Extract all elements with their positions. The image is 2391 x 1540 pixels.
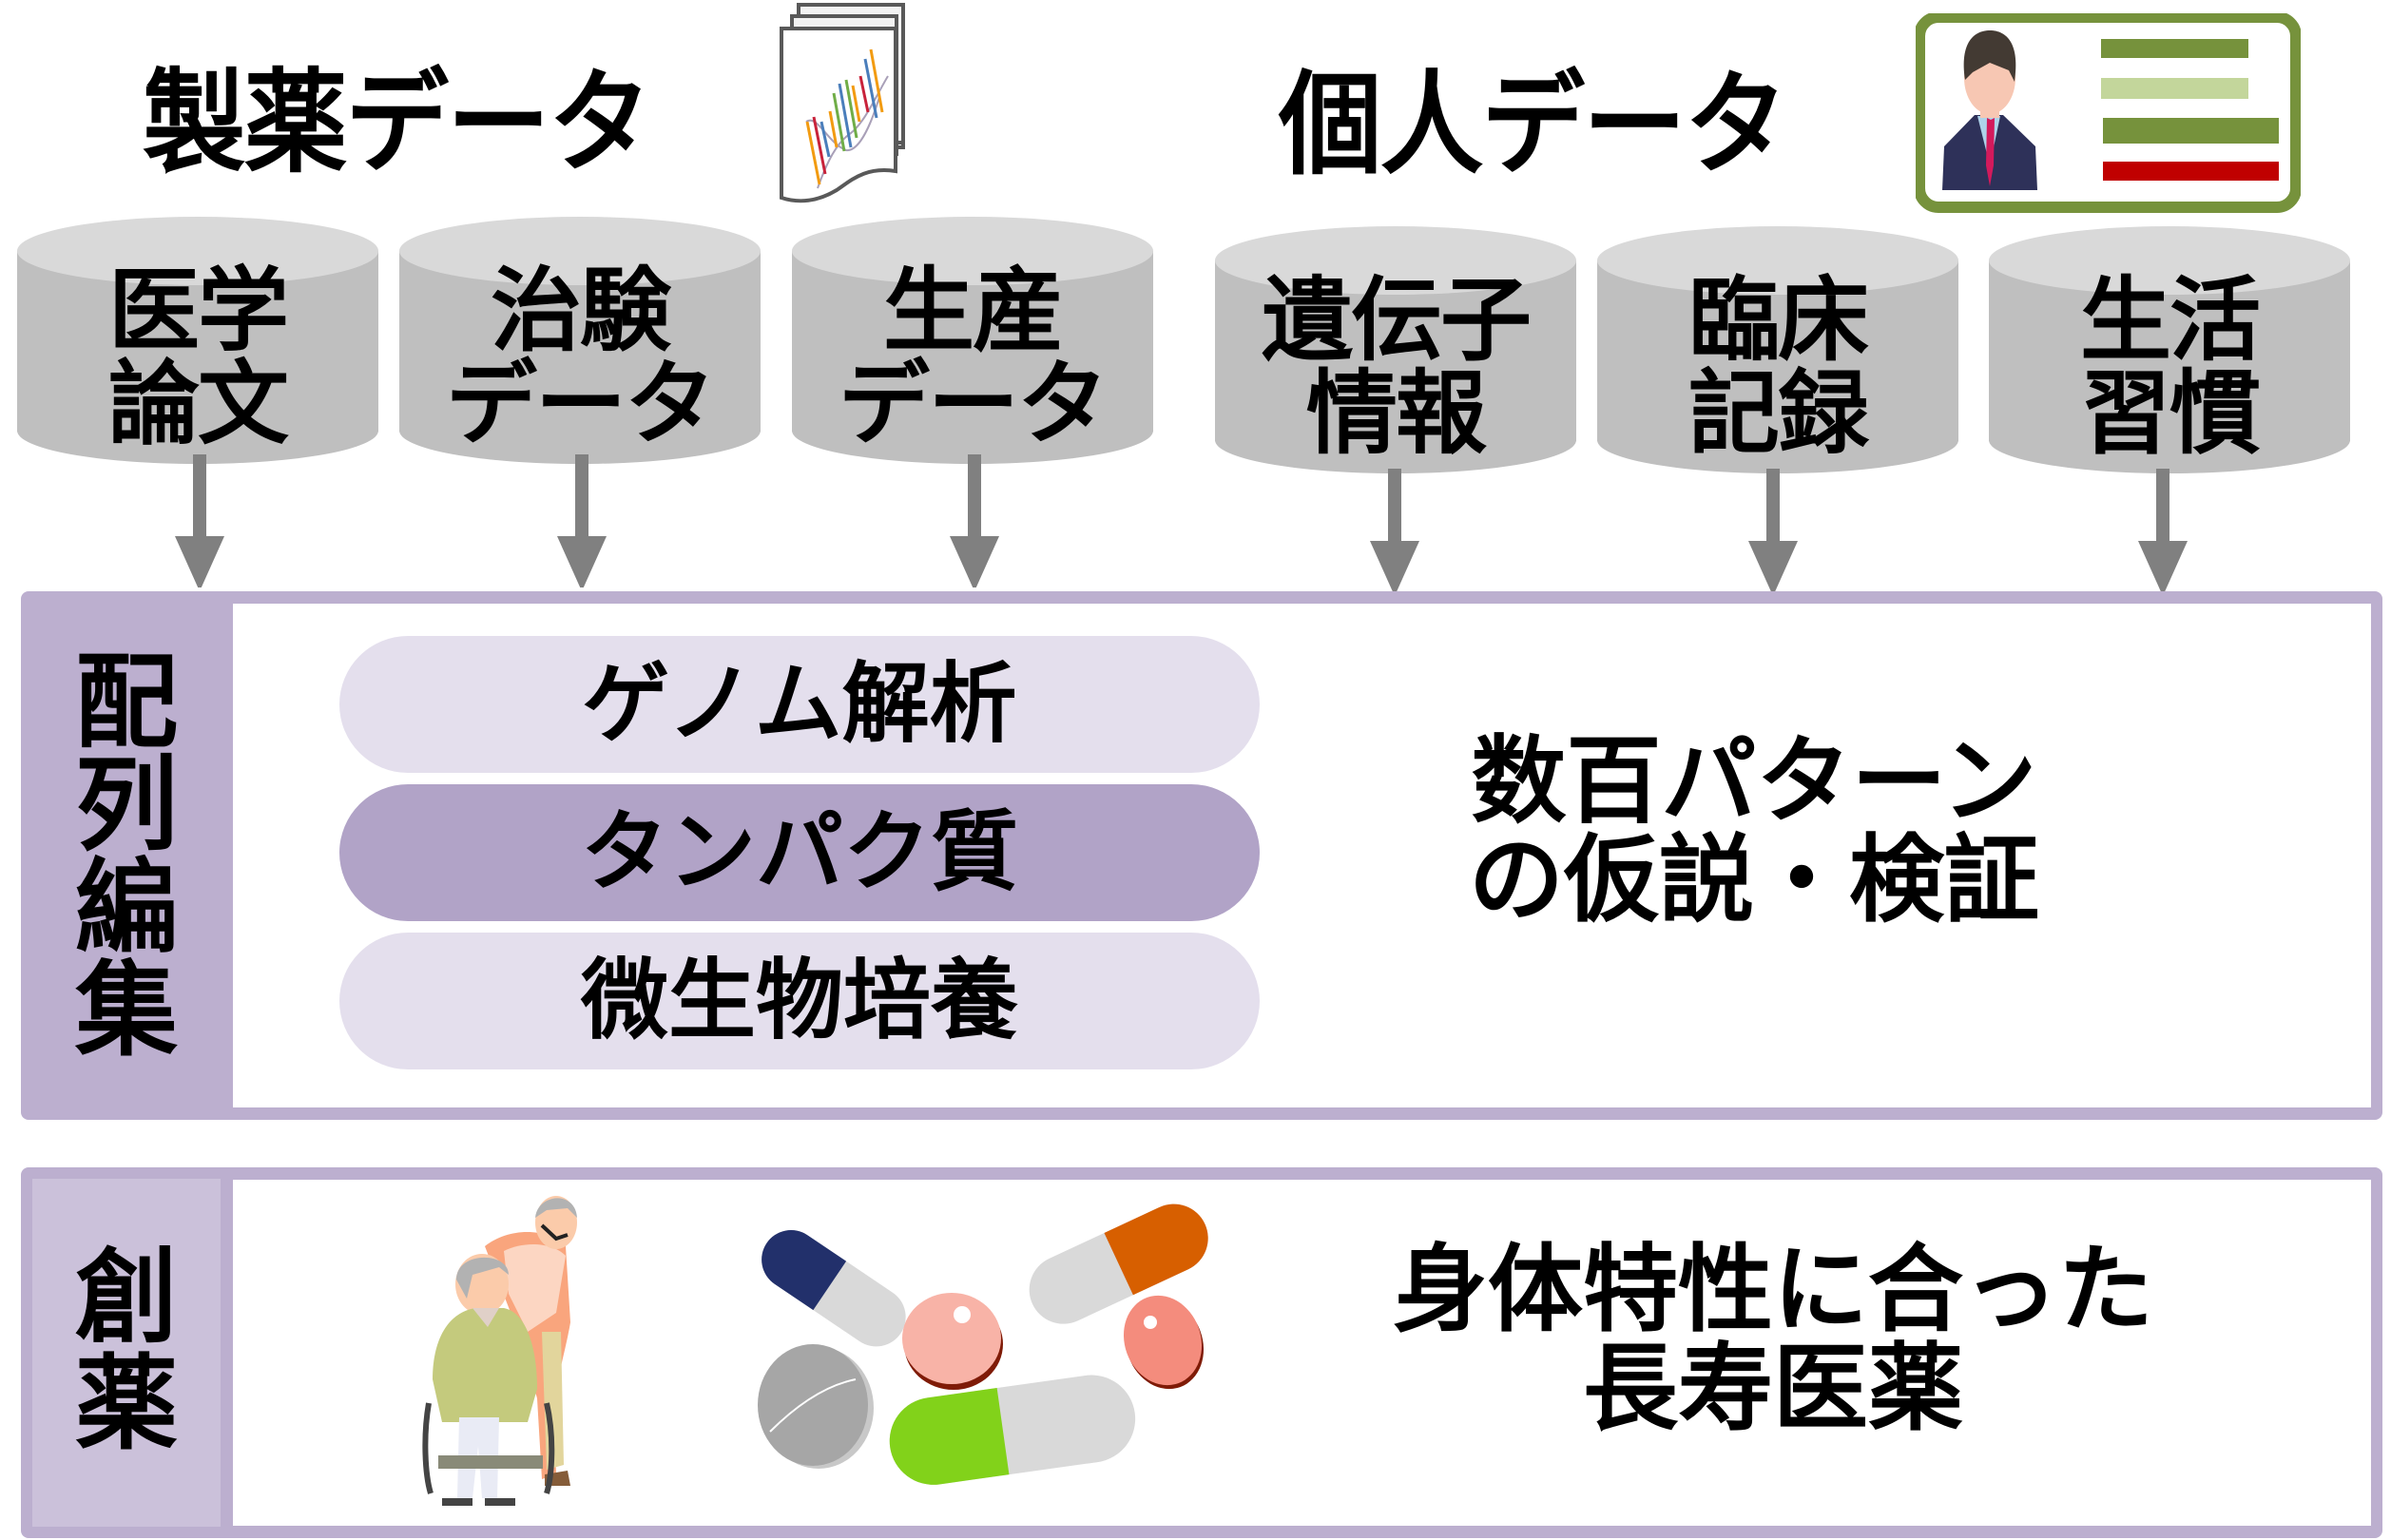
- source-label-line2: データ: [446, 351, 716, 457]
- personal-data-heading: 個人データ: [1279, 59, 1787, 190]
- hypothesis-verification-text: 数百パターン の仮説・検証: [1326, 732, 2182, 930]
- genome-analysis-pill: ゲノム解析: [339, 636, 1260, 773]
- source-label-line2: 習慣: [2080, 360, 2261, 467]
- label-char: 編: [74, 849, 178, 968]
- down-arrow-icon: [950, 454, 999, 587]
- pharma-data-heading: 製薬データ: [143, 57, 651, 188]
- longevity-medicine-text: 身体特性に合った 長寿医薬: [1298, 1241, 2248, 1438]
- label-char: 集: [74, 952, 178, 1070]
- drug-discovery-panel: 創 薬: [21, 1167, 2382, 1538]
- pills-icon: [758, 1203, 1208, 1485]
- sequence-editing-label: 配 列 編 集: [21, 591, 232, 1120]
- result-line1: 身体特性に合った: [1393, 1234, 2153, 1345]
- result-line2: 長寿医薬: [1583, 1333, 1963, 1444]
- data-source-lifestyle-habits: 生活習慣: [1989, 226, 2350, 473]
- source-label-line2: データ: [839, 351, 1109, 457]
- label-char: 配: [74, 644, 178, 762]
- source-label-line1: 医学: [108, 258, 289, 364]
- label-char: 列: [74, 746, 178, 865]
- microbial-culture-pill: 微生物培養: [339, 933, 1260, 1069]
- source-label-line2: 論文: [108, 351, 289, 457]
- down-arrow-icon: [557, 454, 607, 587]
- data-source-medical-papers: 医学論文: [17, 217, 378, 464]
- source-label-line1: 臨床: [1688, 267, 1869, 374]
- result-line2: の仮説・検証: [1469, 824, 2039, 935]
- down-arrow-icon: [1370, 469, 1419, 596]
- source-label-line2: 記録: [1688, 360, 1869, 467]
- protein-pill: タンパク質: [339, 784, 1260, 921]
- sequence-editing-panel: 配 列 編 集 ゲノム解析 タンパク質 微生物培養 数百パターン の仮説・検証: [21, 591, 2382, 1120]
- down-arrow-icon: [175, 454, 224, 587]
- result-line1: 数百パターン: [1471, 725, 2037, 837]
- source-label-line2: 情報: [1306, 360, 1487, 467]
- data-source-clinical-trial-data: 治験データ: [399, 217, 761, 464]
- data-source-genetic-info: 遺伝子情報: [1215, 226, 1576, 473]
- source-label-line1: 生活: [2080, 267, 2261, 374]
- label-char: 薬: [74, 1345, 178, 1464]
- down-arrow-icon: [1748, 469, 1798, 596]
- data-source-production-data: 生産データ: [792, 217, 1153, 464]
- data-source-clinical-records: 臨床記録: [1597, 226, 1958, 473]
- drug-discovery-label: 創 薬: [32, 1179, 221, 1527]
- wheelchair-elderly-icon: [422, 1196, 577, 1506]
- source-label-line1: 遺伝子: [1262, 267, 1532, 374]
- dna-document-icon: [780, 3, 905, 203]
- down-arrow-icon: [2138, 469, 2188, 596]
- label-char: 創: [74, 1239, 178, 1357]
- source-label-line1: 治験: [491, 258, 671, 364]
- source-label-line1: 生産: [883, 258, 1064, 364]
- id-card-icon: [1916, 13, 2301, 213]
